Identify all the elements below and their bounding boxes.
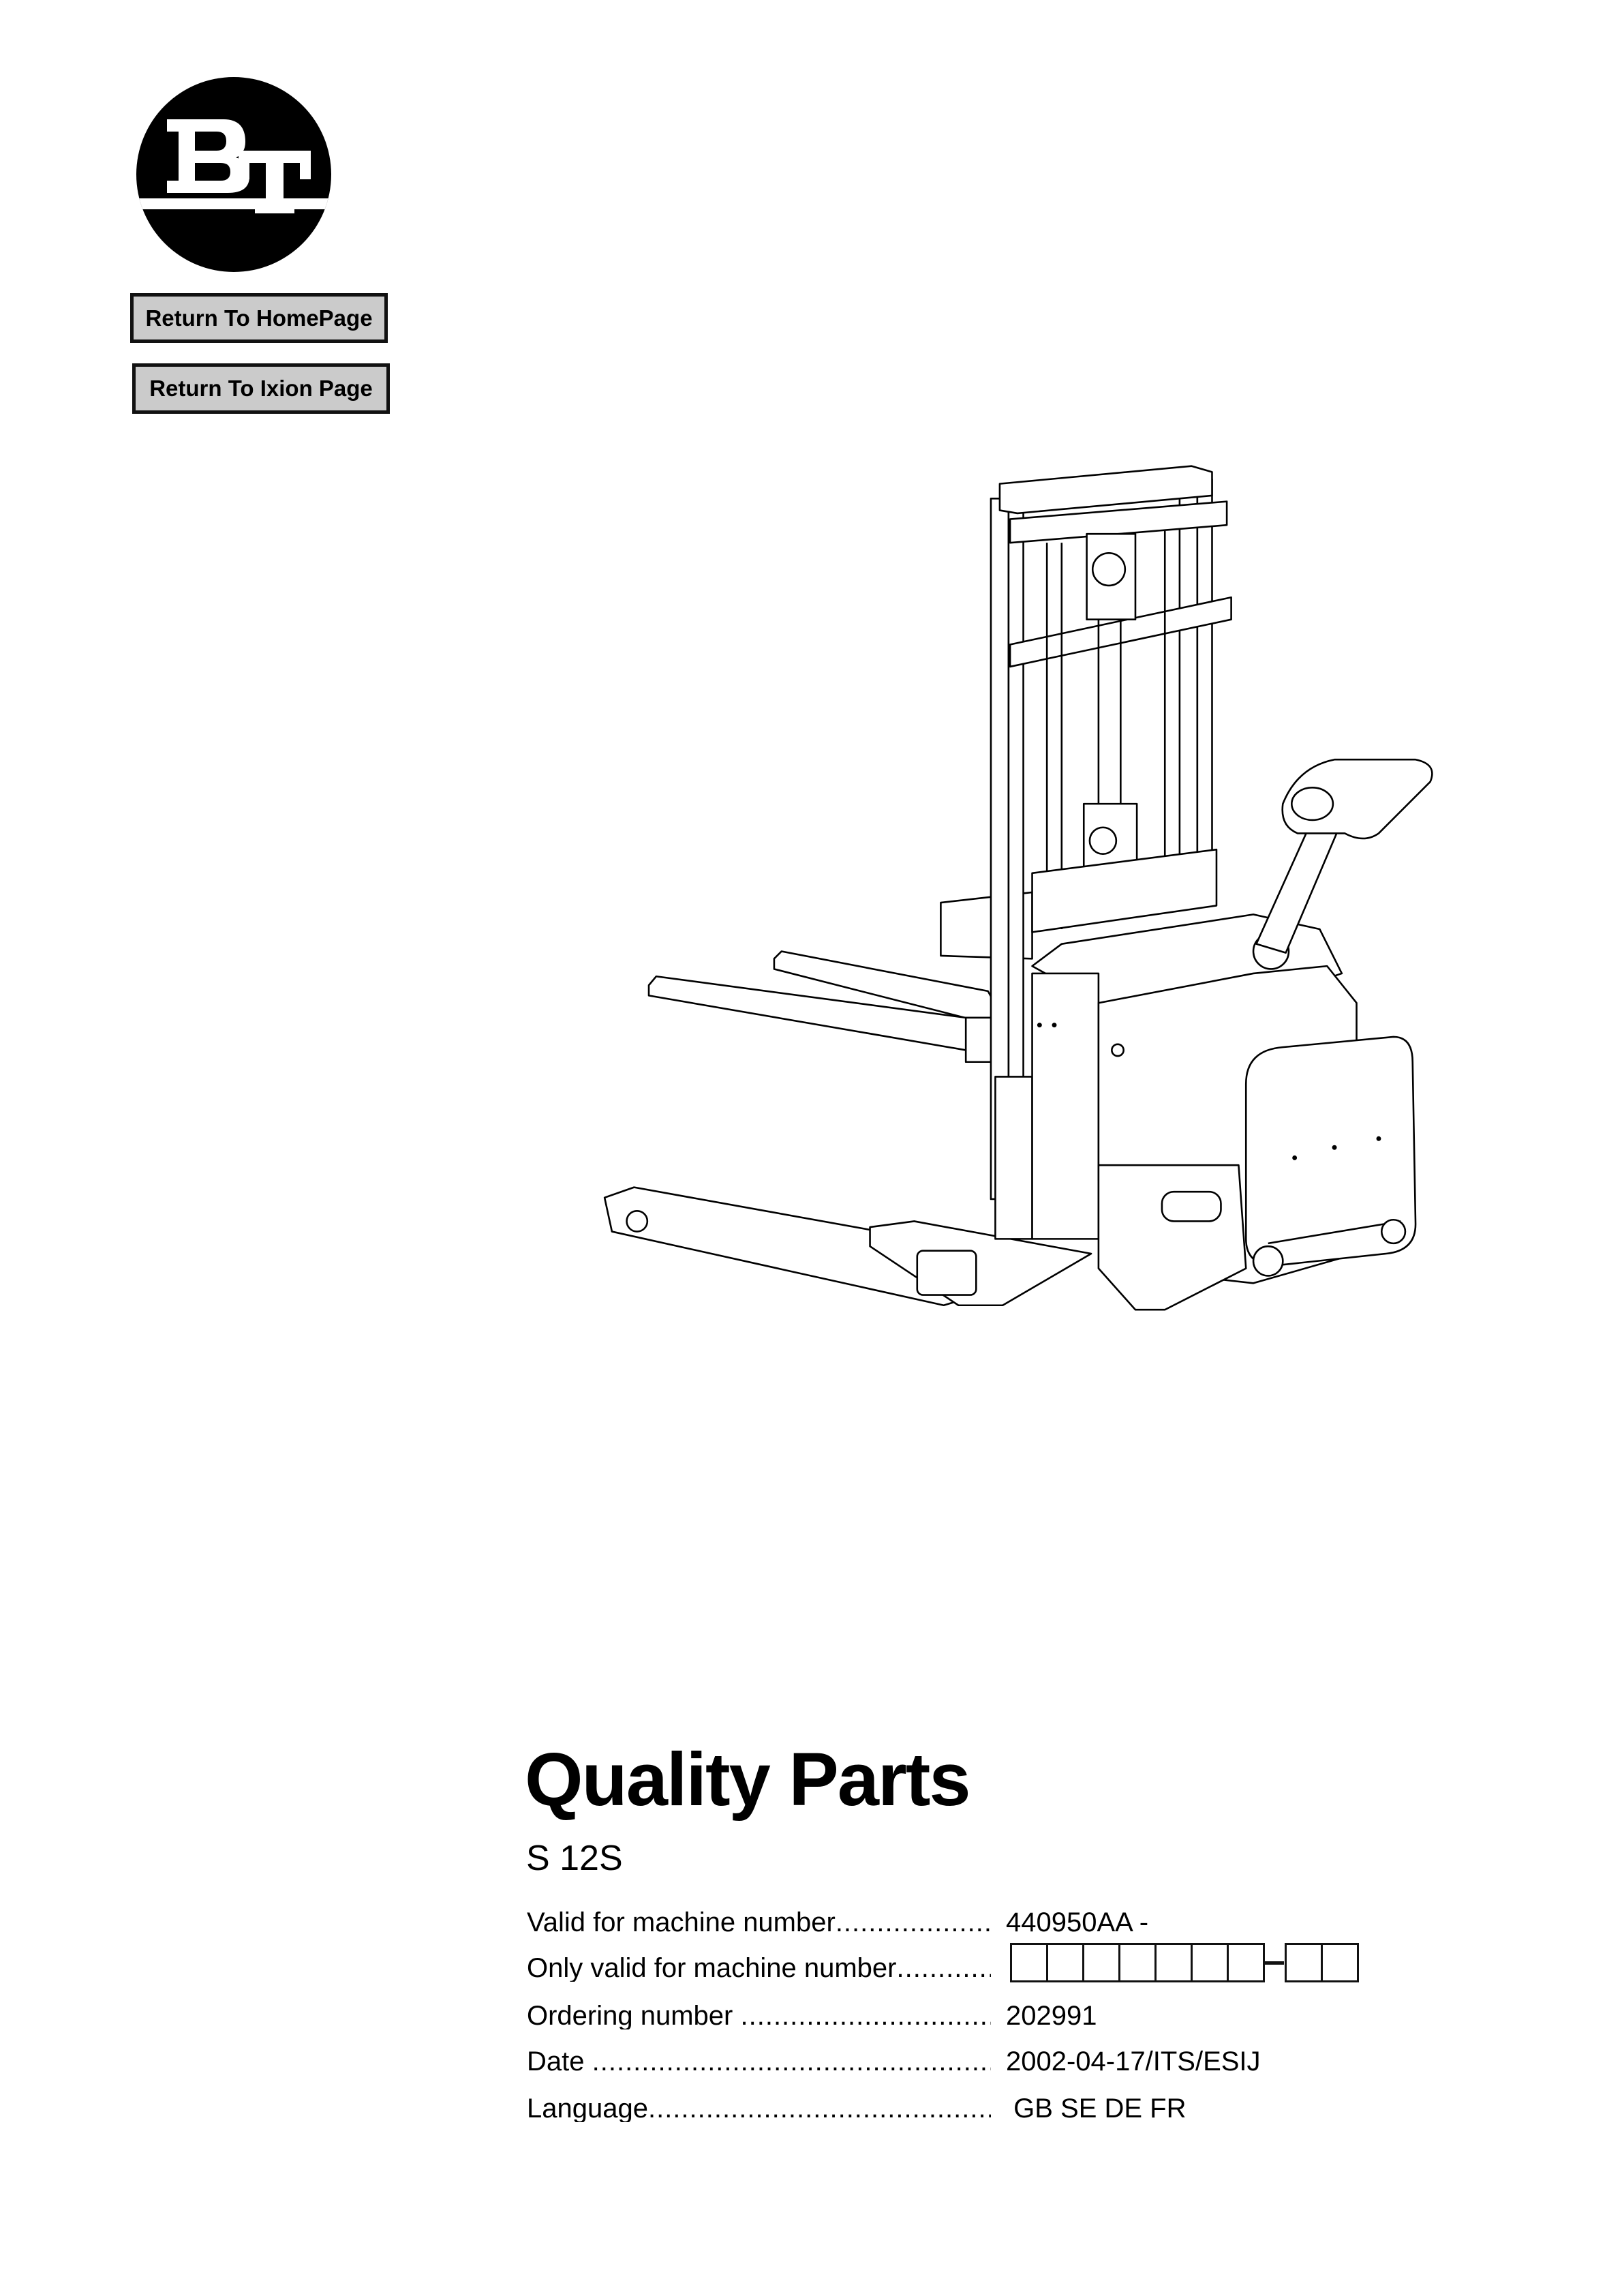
digit-box [1321, 1943, 1359, 1982]
digit-box [1010, 1943, 1048, 1982]
field-language: Language GB SE DE FR [527, 2081, 1187, 2122]
field-label: Language [527, 2095, 991, 2122]
return-to-homepage-button[interactable]: Return To HomePage [130, 293, 388, 343]
field-value: 2002-04-17/ITS/ESIJ [1006, 2046, 1261, 2076]
field-value: 202991 [1006, 2001, 1097, 2031]
field-label: Valid for machine number [527, 1909, 991, 1936]
machine-number-boxes [1010, 1943, 1359, 1982]
field-only-valid-machine-number: Only valid for machine number [527, 1941, 991, 1982]
digit-box [1046, 1943, 1084, 1982]
field-ordering-number: Ordering number 202991 [527, 1989, 1097, 2029]
field-label: Ordering number [527, 2002, 991, 2029]
digit-box [1285, 1943, 1323, 1982]
document-title: Quality Parts [525, 1738, 971, 1822]
digit-box [1118, 1943, 1157, 1982]
bt-logo [136, 77, 331, 272]
separator-dash [1264, 1961, 1284, 1965]
field-value: GB SE DE FR [1006, 2094, 1187, 2124]
return-to-ixion-page-button[interactable]: Return To Ixion Page [132, 363, 390, 414]
digit-box [1082, 1943, 1120, 1982]
field-valid-machine-number: Valid for machine number 440950AA - [527, 1895, 1148, 1936]
field-date: Date 2002-04-17/ITS/ESIJ [527, 2034, 1261, 2075]
field-label: Only valid for machine number [527, 1954, 991, 1982]
field-label: Date [527, 2048, 991, 2075]
digit-box [1154, 1943, 1193, 1982]
digit-box [1227, 1943, 1265, 1982]
digit-box [1191, 1943, 1229, 1982]
field-value: 440950AA - [1006, 1907, 1149, 1937]
model-name: S 12S [526, 1839, 623, 1878]
